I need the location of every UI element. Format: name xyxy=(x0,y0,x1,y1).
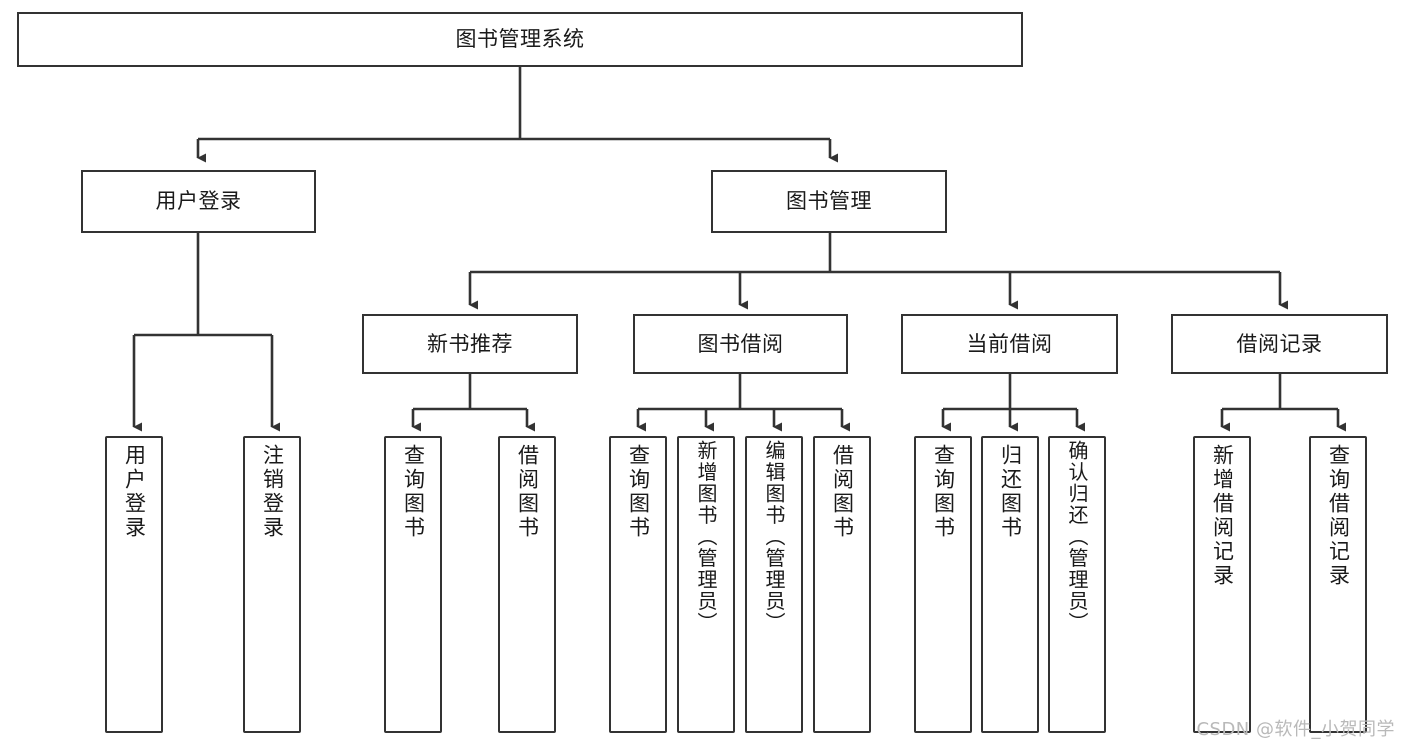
node-leaf-query-book-3[interactable]: 查询图书 xyxy=(914,436,972,733)
node-leaf-confirm-return[interactable]: 确认归还（管理员） xyxy=(1048,436,1106,733)
node-leaf-user-login[interactable]: 用户登录 xyxy=(105,436,163,733)
node-label: 图书管理系统 xyxy=(455,27,585,52)
node-label: 用户登录 xyxy=(155,189,242,214)
node-label: 图书借阅 xyxy=(697,331,784,356)
node-label: 用户登录 xyxy=(122,444,147,540)
node-leaf-edit-book[interactable]: 编辑图书（管理员） xyxy=(745,436,803,733)
node-label: 编辑图书（管理员） xyxy=(762,440,786,634)
node-book-borrow[interactable]: 图书借阅 xyxy=(633,314,848,374)
node-label: 借阅图书 xyxy=(515,444,540,540)
node-label: 图书管理 xyxy=(786,189,872,214)
node-label: 查询图书 xyxy=(401,444,426,540)
node-label: 新增图书（管理员） xyxy=(694,440,718,634)
node-leaf-borrow-book-2[interactable]: 借阅图书 xyxy=(813,436,871,733)
node-user-login[interactable]: 用户登录 xyxy=(81,170,316,233)
node-label: 查询借阅记录 xyxy=(1326,444,1351,588)
node-leaf-add-book[interactable]: 新增图书（管理员） xyxy=(677,436,735,733)
node-leaf-return-book[interactable]: 归还图书 xyxy=(981,436,1039,733)
node-label: 借阅图书 xyxy=(830,444,855,540)
node-new-book-rec[interactable]: 新书推荐 xyxy=(362,314,578,374)
node-leaf-query-book-1[interactable]: 查询图书 xyxy=(384,436,442,733)
node-leaf-query-book-2[interactable]: 查询图书 xyxy=(609,436,667,733)
node-leaf-query-record[interactable]: 查询借阅记录 xyxy=(1309,436,1367,733)
node-label: 当前借阅 xyxy=(966,331,1053,356)
node-current-borrow[interactable]: 当前借阅 xyxy=(901,314,1118,374)
node-label: 查询图书 xyxy=(931,444,956,540)
node-borrow-record[interactable]: 借阅记录 xyxy=(1171,314,1388,374)
node-leaf-add-record[interactable]: 新增借阅记录 xyxy=(1193,436,1251,733)
node-label: 借阅记录 xyxy=(1236,331,1323,356)
node-label: 归还图书 xyxy=(998,444,1023,540)
node-label: 确认归还（管理员） xyxy=(1065,440,1089,634)
node-book-manage[interactable]: 图书管理 xyxy=(711,170,947,233)
node-leaf-borrow-book-1[interactable]: 借阅图书 xyxy=(498,436,556,733)
node-leaf-user-logout[interactable]: 注销登录 xyxy=(243,436,301,733)
node-root-system[interactable]: 图书管理系统 xyxy=(17,12,1023,67)
node-label: 查询图书 xyxy=(626,444,651,540)
node-label: 新增借阅记录 xyxy=(1210,444,1235,588)
node-label: 新书推荐 xyxy=(427,331,513,356)
node-label: 注销登录 xyxy=(260,444,285,540)
